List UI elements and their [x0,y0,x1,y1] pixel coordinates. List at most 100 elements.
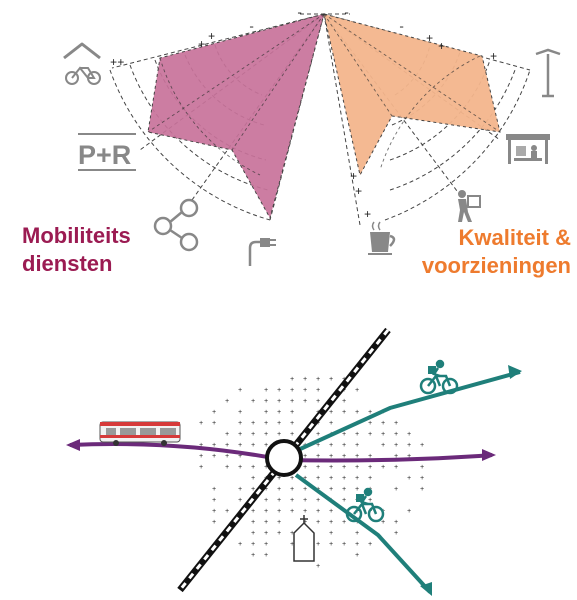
catchment-plus: + [277,387,281,395]
catchment-plus: + [251,541,255,549]
catchment-plus: + [212,497,216,505]
catchment-plus: + [342,398,346,406]
cyclist-icon [345,487,385,523]
catchment-plus: + [277,519,281,527]
catchment-plus: + [342,409,346,417]
catchment-plus: + [381,431,385,439]
catchment-plus: + [212,453,216,461]
catchment-plus: + [251,486,255,494]
double-plus-sign: ++ [110,56,124,70]
catchment-plus: + [303,486,307,494]
catchment-plus: + [277,409,281,417]
catchment-plus: + [212,508,216,516]
catchment-plus: + [342,431,346,439]
cyclist-icon [419,359,459,395]
catchment-plus: + [277,431,281,439]
catchment-plus: + [342,541,346,549]
catchment-plus: + [342,387,346,395]
catchment-plus: + [303,508,307,516]
catchment-plus: + [394,453,398,461]
catchment-plus: + [316,541,320,549]
catchment-plus: + [251,475,255,483]
right-radar-area [323,13,501,177]
catchment-plus: + [381,442,385,450]
catchment-plus: + [407,475,411,483]
mobility-network: + + + + + + + + + + + + + + + + + + + + + + + + + + + + + + + + + + + + + + + +… [66,327,522,596]
minus-sign: - [398,20,405,34]
catchment-plus: + [251,530,255,538]
catchment-plus: + [329,530,333,538]
plus-sign: + [438,40,445,54]
catchment-plus: + [264,552,268,560]
catchment-plus: + [199,453,203,461]
catchment-plus: + [407,431,411,439]
catchment-plus: + [303,464,307,472]
catchment-plus: + [355,464,359,472]
plus-sign: + [208,30,215,44]
catchment-plus: + [238,442,242,450]
catchment-plus: + [212,442,216,450]
catchment-plus: + [355,431,359,439]
catchment-plus: + [290,409,294,417]
catchment-plus: + [264,387,268,395]
catchment-plus: + [212,519,216,527]
bike-route-lower-arrow [420,582,432,596]
catchment-plus: + [329,420,333,428]
catchment-plus: + [238,486,242,494]
catchment-plus: + [407,508,411,516]
park-and-ride-text: P+R [78,140,131,170]
catchment-plus: + [316,497,320,505]
bus-line-left-arrow [66,439,80,451]
catchment-plus: + [316,431,320,439]
catchment-plus: + [394,442,398,450]
catchment-plus: + [290,420,294,428]
catchment-plus: + [238,431,242,439]
charging-plug-icon [248,238,276,266]
catchment-plus: + [251,442,255,450]
catchment-plus: + [329,519,333,527]
catchment-plus: + [368,541,372,549]
catchment-plus: + [199,464,203,472]
catchment-plus: + [329,508,333,516]
catchment-plus: + [238,464,242,472]
catchment-plus: + [277,475,281,483]
catchment-plus: + [394,530,398,538]
catchment-plus: + [381,519,385,527]
catchment-plus: + [290,486,294,494]
catchment-plus: + [251,508,255,516]
catchment-plus: + [264,464,268,472]
catchment-plus: + [277,486,281,494]
catchment-plus: + [329,541,333,549]
catchment-plus: + [316,376,320,384]
catchment-plus: + [303,376,307,384]
plus-sign: + [198,38,205,52]
catchment-plus: + [420,464,424,472]
catchment-plus: + [420,486,424,494]
catchment-plus: + [238,453,242,461]
catchment-plus: + [225,431,229,439]
church-icon [293,515,315,562]
catchment-plus: + [355,442,359,450]
catchment-plus: + [316,563,320,571]
catchment-plus: + [342,453,346,461]
catchment-plus: + [342,497,346,505]
left-category-label-line2: diensten [22,251,112,276]
catchment-plus: + [420,442,424,450]
catchment-plus: + [199,420,203,428]
plus-sign: + [350,170,357,184]
catchment-plus: + [199,442,203,450]
catchment-plus: + [368,464,372,472]
catchment-plus: + [303,497,307,505]
minus-sign: - [248,20,255,34]
catchment-plus: + [290,431,294,439]
catchment-plus: + [355,409,359,417]
catchment-plus: + [212,486,216,494]
bus-icon [99,421,181,446]
catchment-plus: + [277,508,281,516]
catchment-plus: + [303,453,307,461]
catchment-plus: + [238,541,242,549]
radar-signs: ++ + + - - - - + + + + + + [110,6,497,222]
pedestrian-parcel-icon [458,190,481,222]
catchment-plus: + [303,475,307,483]
catchment-plus: + [303,387,307,395]
